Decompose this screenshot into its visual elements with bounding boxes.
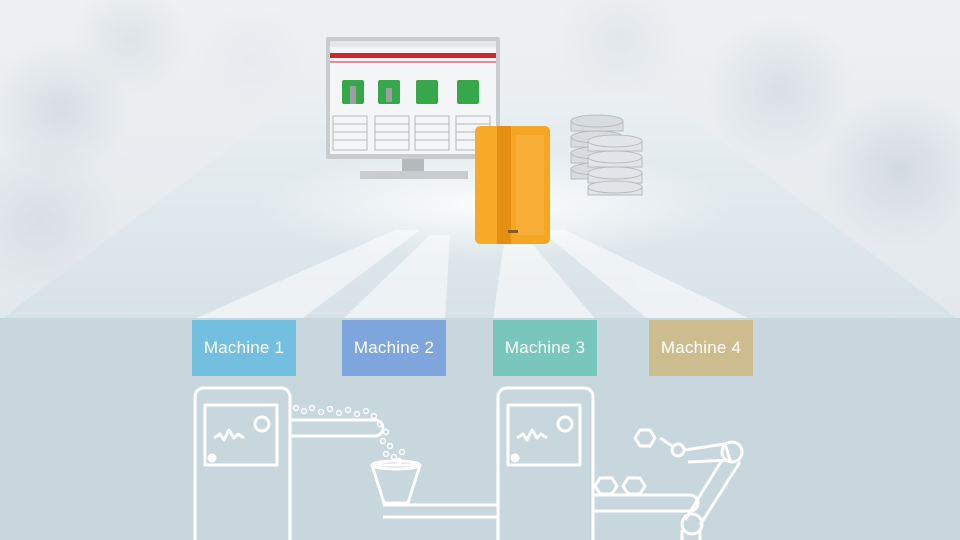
hopper-icon xyxy=(370,459,422,505)
machine-3-label: Machine 3 xyxy=(493,320,597,376)
database-stack-icon xyxy=(570,114,643,196)
transfer-conveyor xyxy=(383,503,498,519)
conveyor-icon xyxy=(290,418,385,438)
machine-area xyxy=(0,318,960,540)
machine-1-label: Machine 1 xyxy=(192,320,296,376)
material-particles xyxy=(292,404,406,465)
robot-arm-icon xyxy=(633,428,744,540)
machine-2-label: Machine 2 xyxy=(342,320,446,376)
machine-icon xyxy=(496,386,595,540)
server-box-icon xyxy=(475,126,550,244)
machine-4-label: Machine 4 xyxy=(649,320,753,376)
monitor-icon xyxy=(326,37,500,179)
machine-icon xyxy=(193,386,292,540)
conveyor-icon xyxy=(593,476,700,513)
